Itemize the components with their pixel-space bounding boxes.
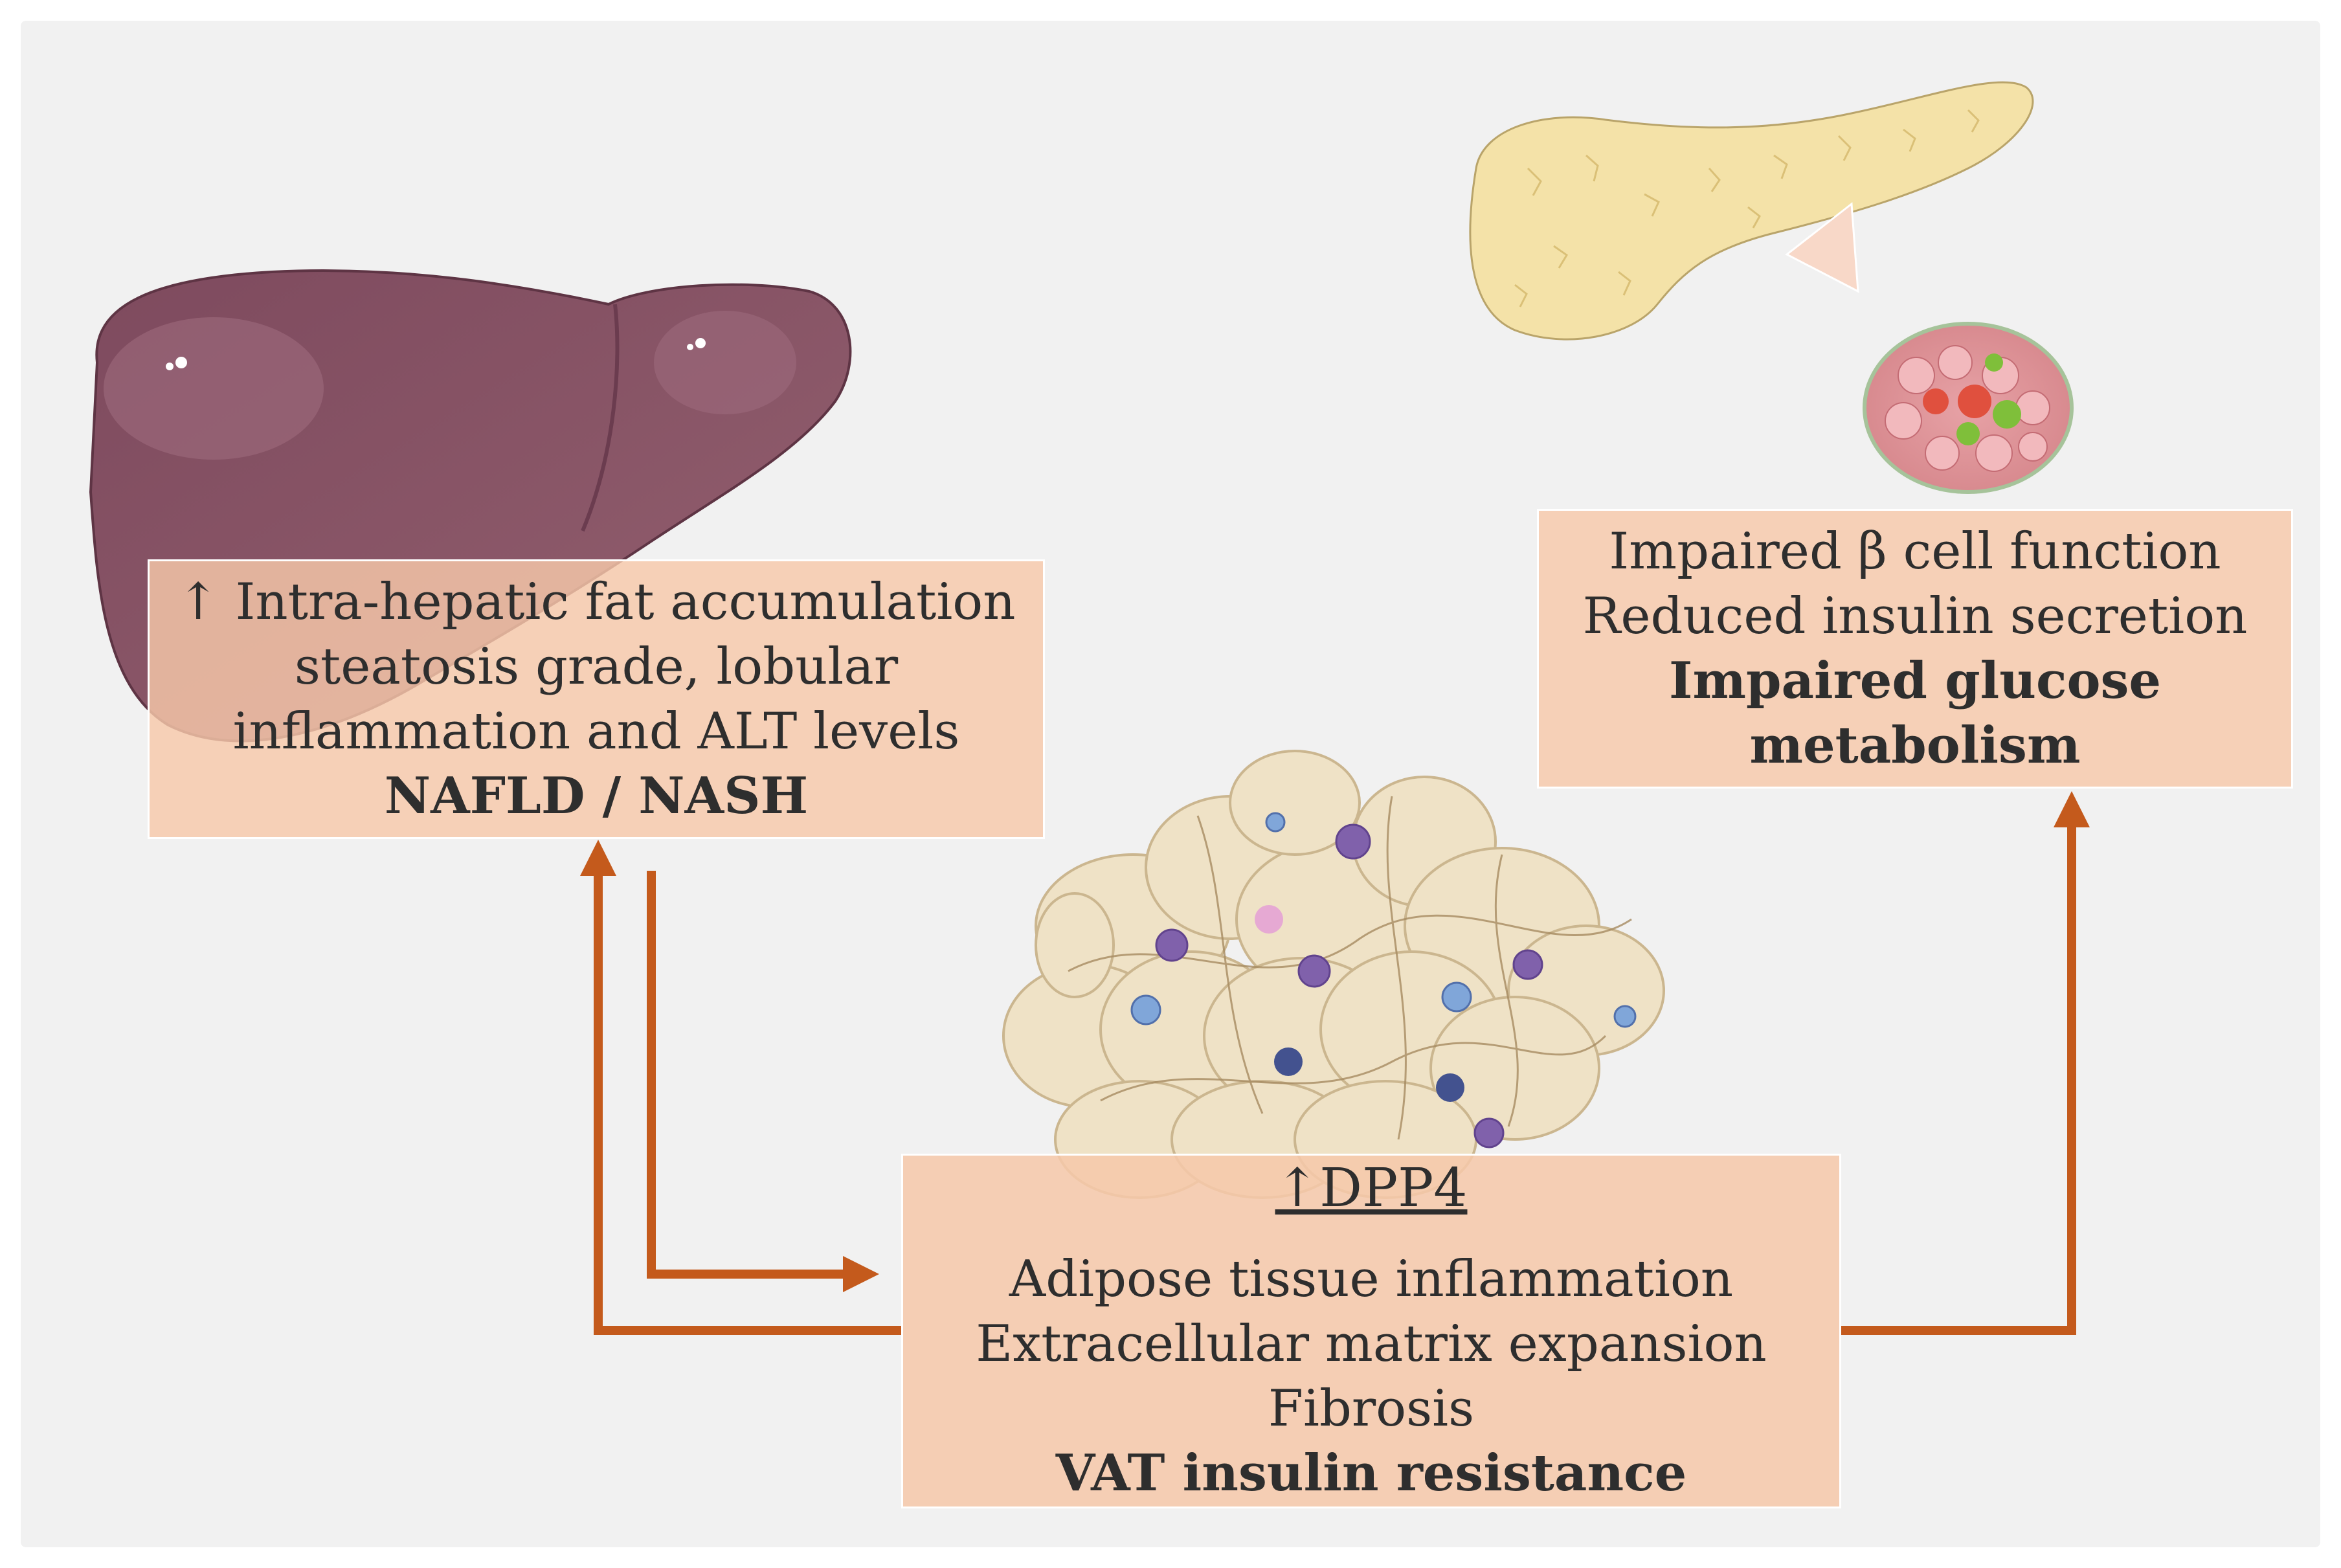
adipose-line-1: Adipose tissue inflammation [1009, 1250, 1734, 1308]
adipose-line-2: Extracellular matrix expansion [976, 1315, 1767, 1373]
adipose-line-3: Fibrosis [1268, 1380, 1475, 1438]
pancreas-line-2: Reduced insulin secretion [1582, 587, 2248, 645]
magnify-pointer [1785, 202, 1859, 293]
pancreas-icon [1469, 81, 2034, 341]
pancreas-line-4: metabolism [1749, 716, 2081, 775]
adipose-effects-box: ↑DPP4 Adipose tissue inflammation Extrac… [901, 1154, 1841, 1508]
arrows [580, 791, 2090, 1335]
arrow-adipose-to-liver [580, 840, 901, 1335]
liver-effects-box: ↑ Intra-hepatic fat accumulation steatos… [148, 559, 1045, 839]
arrow-liver-to-adipose [647, 871, 879, 1292]
adipose-tissue-icon [1002, 750, 1665, 1199]
liver-line-3: inflammation and ALT levels [232, 702, 960, 761]
adipose-line-4: VAT insulin resistance [1055, 1444, 1687, 1503]
pancreas-line-3: Impaired glucose [1668, 651, 2162, 710]
dpp4-heading: ↑DPP4 [1275, 1158, 1468, 1219]
liver-line-1: ↑ Intra-hepatic fat accumulation [177, 573, 1016, 631]
arrow-adipose-to-pancreas [1841, 791, 2090, 1335]
liver-line-2: steatosis grade, lobular [294, 638, 899, 696]
islet-icon [1863, 322, 2074, 494]
pancreas-line-1: Impaired β cell function [1609, 522, 2221, 581]
pancreas-effects-box: Impaired β cell function Reduced insulin… [1537, 509, 2293, 789]
liver-line-4: NAFLD / NASH [384, 767, 809, 825]
